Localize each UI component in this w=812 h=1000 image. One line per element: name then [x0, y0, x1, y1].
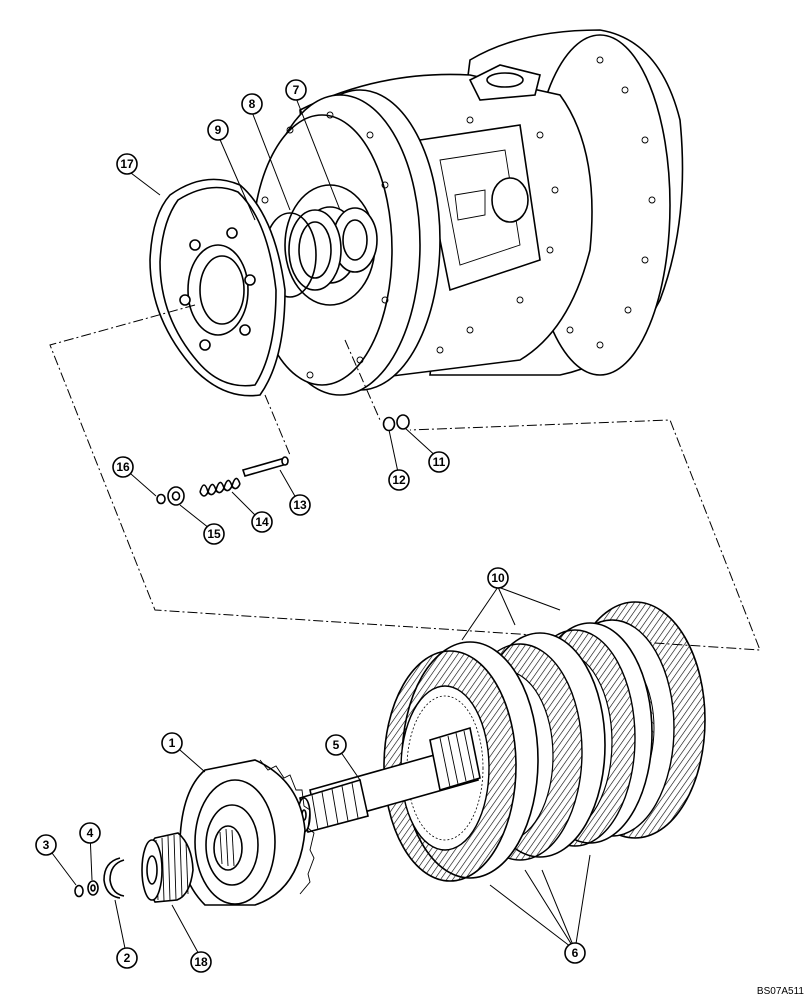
svg-text:5: 5	[333, 738, 340, 752]
callout-7: 7	[285, 79, 307, 101]
callout-16: 16	[112, 456, 134, 478]
callout-12: 12	[388, 469, 410, 491]
bearing-assembly	[263, 207, 378, 298]
callout-4: 4	[79, 822, 101, 844]
clutch-pack	[383, 601, 706, 882]
alignment-lines	[49, 304, 761, 651]
svg-text:13: 13	[293, 498, 307, 512]
svg-text:12: 12	[392, 473, 406, 487]
svg-text:7: 7	[293, 83, 300, 97]
callout-8: 8	[241, 93, 263, 115]
callout-18: 18	[190, 951, 212, 973]
svg-text:18: 18	[194, 955, 208, 969]
input-shaft	[297, 726, 481, 833]
svg-text:8: 8	[249, 97, 256, 111]
svg-text:6: 6	[572, 946, 579, 960]
leader-lines	[45, 97, 591, 959]
svg-text:2: 2	[124, 951, 131, 965]
callout-10: 10	[487, 567, 509, 589]
svg-text:16: 16	[116, 460, 130, 474]
callout-15: 15	[203, 523, 225, 545]
callout-11: 11	[428, 451, 450, 473]
svg-text:17: 17	[120, 157, 134, 171]
clutch-hub-gear	[179, 759, 315, 906]
svg-text:3: 3	[43, 838, 50, 852]
callout-2: 2	[116, 947, 138, 969]
svg-text:1: 1	[169, 736, 176, 750]
svg-text:10: 10	[491, 571, 505, 585]
small-hardware	[156, 414, 410, 506]
callout-9: 9	[207, 119, 229, 141]
callout-3: 3	[35, 834, 57, 856]
callout-14: 14	[251, 511, 273, 533]
svg-text:14: 14	[255, 515, 269, 529]
figure-code: BS07A511	[757, 986, 805, 997]
callout-5: 5	[325, 734, 347, 756]
callout-13: 13	[289, 494, 311, 516]
svg-text:9: 9	[215, 123, 222, 137]
svg-text:15: 15	[207, 527, 221, 541]
piston-plate	[149, 178, 286, 397]
splined-gear	[141, 832, 194, 903]
callout-17: 17	[116, 153, 138, 175]
svg-text:4: 4	[87, 826, 94, 840]
svg-text:11: 11	[433, 455, 446, 469]
callout-1: 1	[161, 732, 183, 754]
callout-6: 6	[564, 942, 586, 964]
snap-ring-and-washers	[74, 857, 125, 899]
